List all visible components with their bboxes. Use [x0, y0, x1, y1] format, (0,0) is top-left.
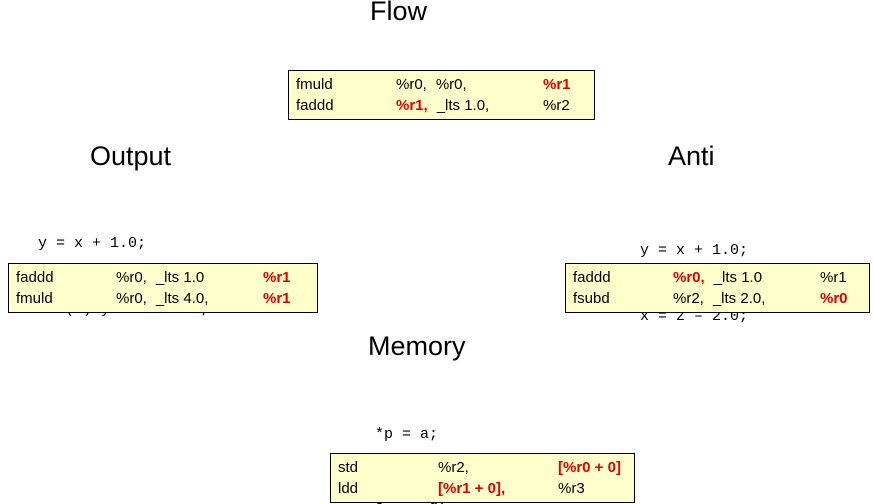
- asm-opcode: fsubd: [573, 290, 610, 307]
- asm-operand: %r2: [543, 97, 570, 114]
- asm-operand: %r1,: [396, 97, 428, 114]
- asm-operand: %r0,: [435, 76, 467, 93]
- asm-operand: %r1: [263, 269, 291, 286]
- asm-row: faddd %r0, _lts 1.0 %r1: [566, 267, 869, 288]
- asm-operand: %r1: [543, 76, 571, 93]
- asm-operands-mid: %r0, %r0,: [396, 74, 543, 95]
- asm-opcode: fmuld: [296, 76, 333, 93]
- asm-operands-mid: %r2, _lts 2.0,: [673, 288, 820, 309]
- asm-operand: %r1: [820, 269, 847, 286]
- asm-opcode: faddd: [16, 269, 54, 286]
- flow-title: Flow: [370, 0, 428, 26]
- asm-operand: %r3: [558, 480, 585, 497]
- asm-operand: %r0,: [116, 269, 147, 286]
- asm-row: faddd %r1, _lts 1.0, %r2: [289, 95, 594, 116]
- asm-operands-mid: [%r1 + 0],: [438, 478, 558, 499]
- asm-row: std %r2, [%r0 + 0]: [331, 457, 634, 478]
- asm-operand: %r2,: [673, 290, 704, 307]
- anti-title: Anti: [668, 141, 715, 171]
- code-line: *p = a;: [375, 426, 439, 443]
- asm-opcode: fmuld: [16, 290, 53, 307]
- code-line: y = x + 1.0;: [640, 242, 749, 259]
- asm-operand: %r0,: [116, 290, 147, 307]
- asm-row: ldd [%r1 + 0], %r3: [331, 478, 634, 499]
- asm-operand: %r2,: [438, 459, 469, 476]
- asm-opcode: ldd: [338, 480, 359, 497]
- asm-opcode: faddd: [296, 97, 334, 114]
- asm-operand: _lts 1.0,: [436, 97, 490, 114]
- asm-opcode: faddd: [573, 269, 611, 286]
- asm-row: fmuld %r0, %r0, %r1: [289, 74, 594, 95]
- asm-opcode: std: [338, 459, 359, 476]
- output-title: Output: [90, 141, 172, 171]
- asm-operand: %r0,: [396, 76, 427, 93]
- code-line: y = x + 1.0;: [38, 235, 147, 252]
- asm-operand: [%r0 + 0]: [558, 459, 621, 476]
- asm-row: faddd %r0, _lts 1.0 %r1: [9, 267, 317, 288]
- flow-asm-box: fmuld %r0, %r0, %r1 faddd %r1, _lts 1.0,…: [288, 70, 595, 120]
- asm-operand: %r0: [820, 290, 848, 307]
- memory-asm-box: std %r2, [%r0 + 0] ldd [%r1 + 0], %r3: [330, 453, 635, 503]
- asm-operand: _lts 1.0: [713, 269, 763, 286]
- asm-operands-mid: %r0, _lts 1.0: [673, 267, 820, 288]
- output-asm-box: faddd %r0, _lts 1.0 %r1 fmuld %r0, _lts …: [8, 263, 318, 313]
- asm-operand: [%r1 + 0],: [438, 480, 506, 497]
- asm-row: fmuld %r0, _lts 4.0, %r1: [9, 288, 317, 309]
- asm-row: fsubd %r2, _lts 2.0, %r0: [566, 288, 869, 309]
- anti-asm-box: faddd %r0, _lts 1.0 %r1 fsubd %r2, _lts …: [565, 263, 870, 313]
- asm-operands-mid: %r0, _lts 1.0: [116, 267, 263, 288]
- asm-operands-mid: %r0, _lts 4.0,: [116, 288, 263, 309]
- asm-operand: _lts 4.0,: [155, 290, 209, 307]
- asm-operand: _lts 1.0: [155, 269, 205, 286]
- asm-operand: %r1: [263, 290, 291, 307]
- asm-operand: _lts 2.0,: [712, 290, 766, 307]
- asm-operands-mid: %r2,: [438, 457, 558, 478]
- asm-operands-mid: %r1, _lts 1.0,: [396, 95, 543, 116]
- asm-operand: %r0,: [673, 269, 705, 286]
- memory-title: Memory: [368, 331, 466, 361]
